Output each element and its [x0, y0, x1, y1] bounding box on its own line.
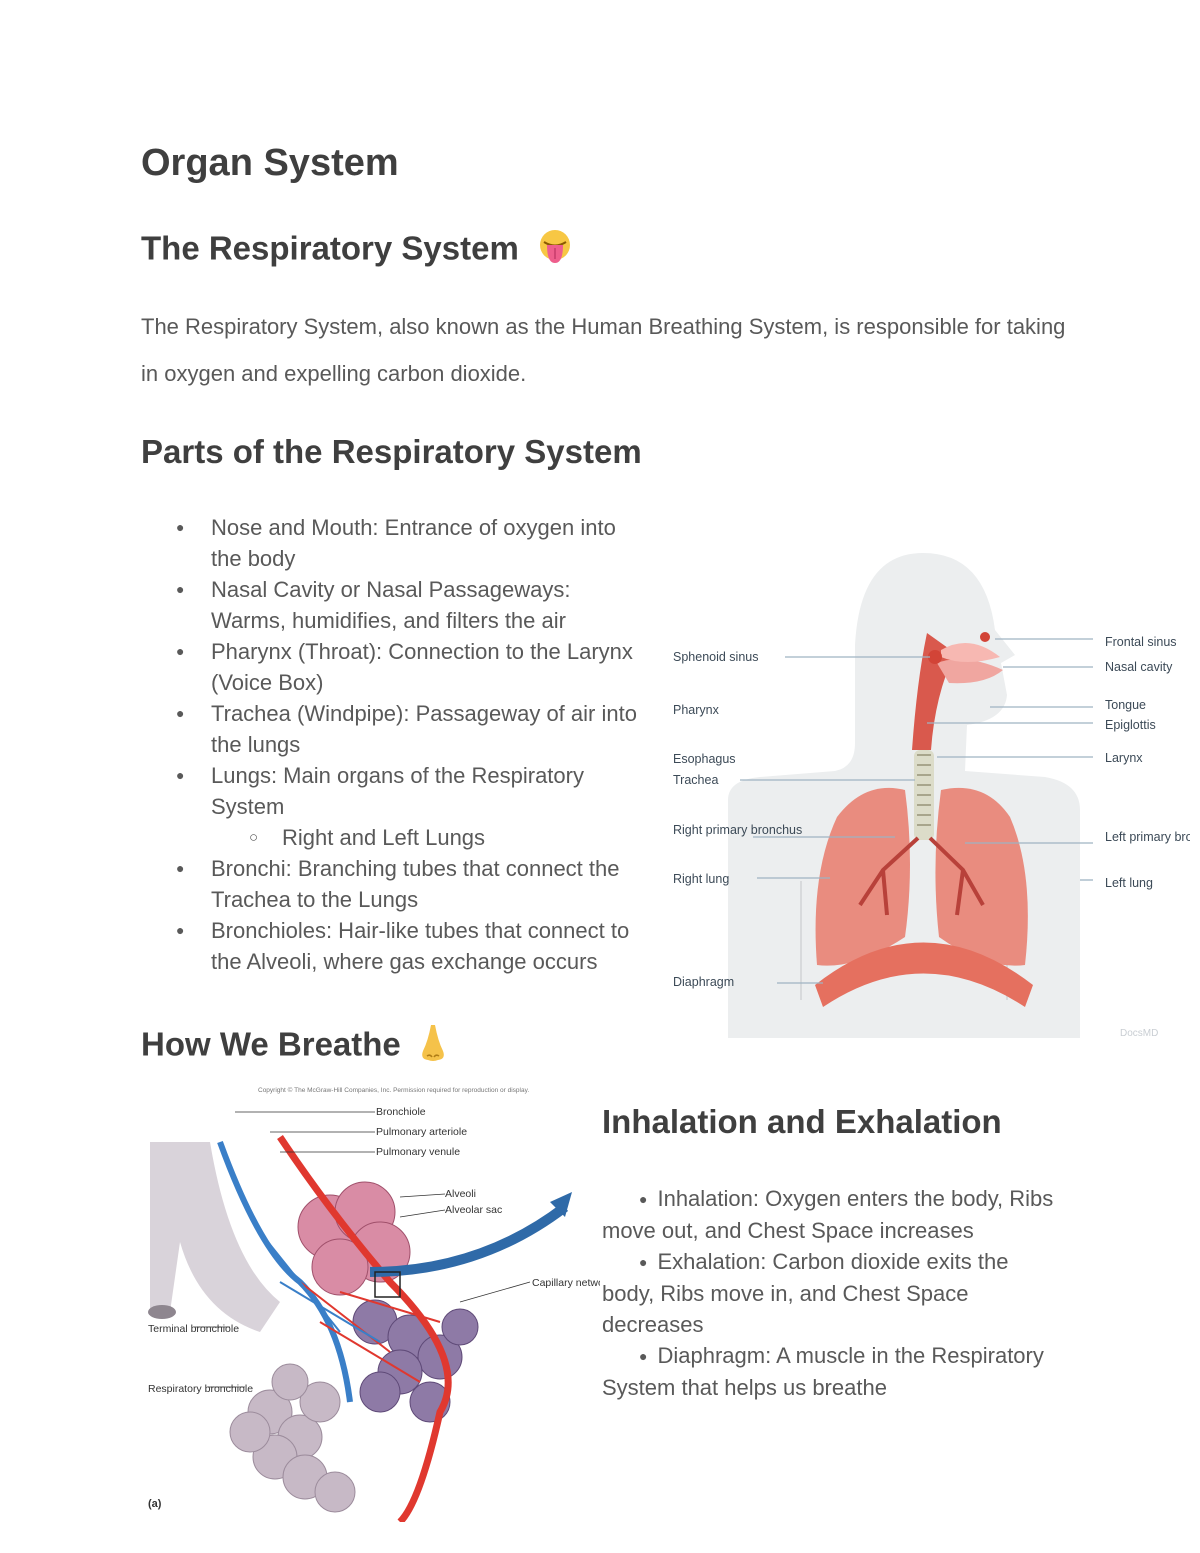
label-terminal-bronchiole: Terminal bronchiole	[148, 1323, 239, 1335]
list-item: ●Inhalation: Oxygen enters the body, Rib…	[602, 1186, 1054, 1243]
list-item: ●Trachea (Windpipe): Passageway of air i…	[176, 698, 646, 760]
bullet-icon: ●	[176, 767, 185, 783]
page-title: Organ System	[141, 142, 399, 184]
label-right-lung: Right lung	[673, 872, 729, 886]
bullet-icon: ●	[176, 519, 185, 535]
inhale-exhale-list: ●Inhalation: Oxygen enters the body, Rib…	[602, 1183, 1062, 1403]
panel-label: (a)	[148, 1498, 162, 1510]
label-sphenoid-sinus: Sphenoid sinus	[673, 650, 758, 664]
label-trachea: Trachea	[673, 773, 718, 787]
tongue-icon	[536, 229, 574, 273]
label-pulmonary-arteriole: Pulmonary arteriole	[376, 1126, 467, 1138]
label-pulmonary-venule: Pulmonary venule	[376, 1146, 460, 1158]
label-epiglottis: Epiglottis	[1105, 718, 1156, 732]
bullet-icon: ●	[176, 581, 185, 597]
label-alveolar-sac: Alveolar sac	[445, 1204, 502, 1216]
label-nasal-cavity: Nasal cavity	[1105, 660, 1173, 674]
list-item: ●Bronchioles: Hair-like tubes that conne…	[176, 915, 646, 977]
bullet-icon: ●	[639, 1348, 648, 1364]
watermark: DocsMD	[1120, 1028, 1158, 1039]
parts-list: ●Nose and Mouth: Entrance of oxygen into…	[176, 512, 646, 977]
bullet-icon: ●	[639, 1254, 648, 1270]
list-item: ●Pharynx (Throat): Connection to the Lar…	[176, 636, 646, 698]
list-item: ●Diaphragm: A muscle in the Respiratory …	[602, 1343, 1044, 1400]
alveoli-labels: Bronchiole Pulmonary arteriole Pulmonary…	[148, 1106, 600, 1510]
label-bronchiole: Bronchiole	[376, 1106, 426, 1118]
list-item: ●Nose and Mouth: Entrance of oxygen into…	[176, 512, 646, 574]
label-alveoli: Alveoli	[445, 1188, 476, 1200]
breathe-heading: How We Breathe	[141, 1023, 448, 1071]
intro-paragraph: The Respiratory System, also known as th…	[141, 314, 1066, 386]
label-capillary-network: Capillary network around alveolus	[532, 1277, 600, 1289]
label-respiratory-bronchiole: Respiratory bronchiole	[148, 1383, 253, 1395]
hollow-bullet-icon: ○	[249, 829, 259, 846]
label-esophagus: Esophagus	[673, 752, 736, 766]
bullet-icon: ●	[176, 705, 185, 721]
anatomy-labels: Sphenoid sinus Pharynx Esophagus Trachea…	[673, 635, 1190, 1039]
bullet-icon: ●	[176, 860, 185, 876]
label-tongue: Tongue	[1105, 698, 1146, 712]
parts-heading: Parts of the Respiratory System	[141, 433, 642, 470]
label-pharynx: Pharynx	[673, 703, 720, 717]
list-item: ●Lungs: Main organs of the Respiratory S…	[176, 760, 646, 822]
label-larynx: Larynx	[1105, 751, 1143, 765]
list-item: ●Exhalation: Carbon dioxide exits the bo…	[602, 1249, 1009, 1337]
nose-icon	[418, 1023, 448, 1071]
label-left-primary-bronchus: Left primary bronchus	[1105, 830, 1190, 844]
breathe-heading-text: How We Breathe	[141, 1025, 401, 1063]
alveoli-figure: Copyright © The McGraw-Hill Companies, I…	[148, 1086, 600, 1522]
respiratory-heading-text: The Respiratory System	[141, 229, 519, 267]
bullet-icon: ●	[639, 1191, 648, 1207]
respiratory-heading: The Respiratory System	[141, 229, 574, 273]
list-item: ●Nasal Cavity or Nasal Passageways: Warm…	[176, 574, 646, 636]
respiratory-anatomy-figure: Sphenoid sinus Pharynx Esophagus Trachea…	[673, 553, 1190, 1039]
label-frontal-sinus: Frontal sinus	[1105, 635, 1177, 649]
bullet-icon: ●	[176, 922, 185, 938]
sub-list-item: ○Right and Left Lungs	[176, 822, 646, 853]
list-item: ●Bronchi: Branching tubes that connect t…	[176, 853, 646, 915]
label-diaphragm: Diaphragm	[673, 975, 734, 989]
bullet-icon: ●	[176, 643, 185, 659]
label-left-lung: Left lung	[1105, 876, 1153, 890]
label-right-primary-bronchus: Right primary bronchus	[673, 823, 802, 837]
figure-copyright: Copyright © The McGraw-Hill Companies, I…	[258, 1086, 529, 1094]
inhale-exhale-heading: Inhalation and Exhalation	[602, 1103, 1002, 1140]
